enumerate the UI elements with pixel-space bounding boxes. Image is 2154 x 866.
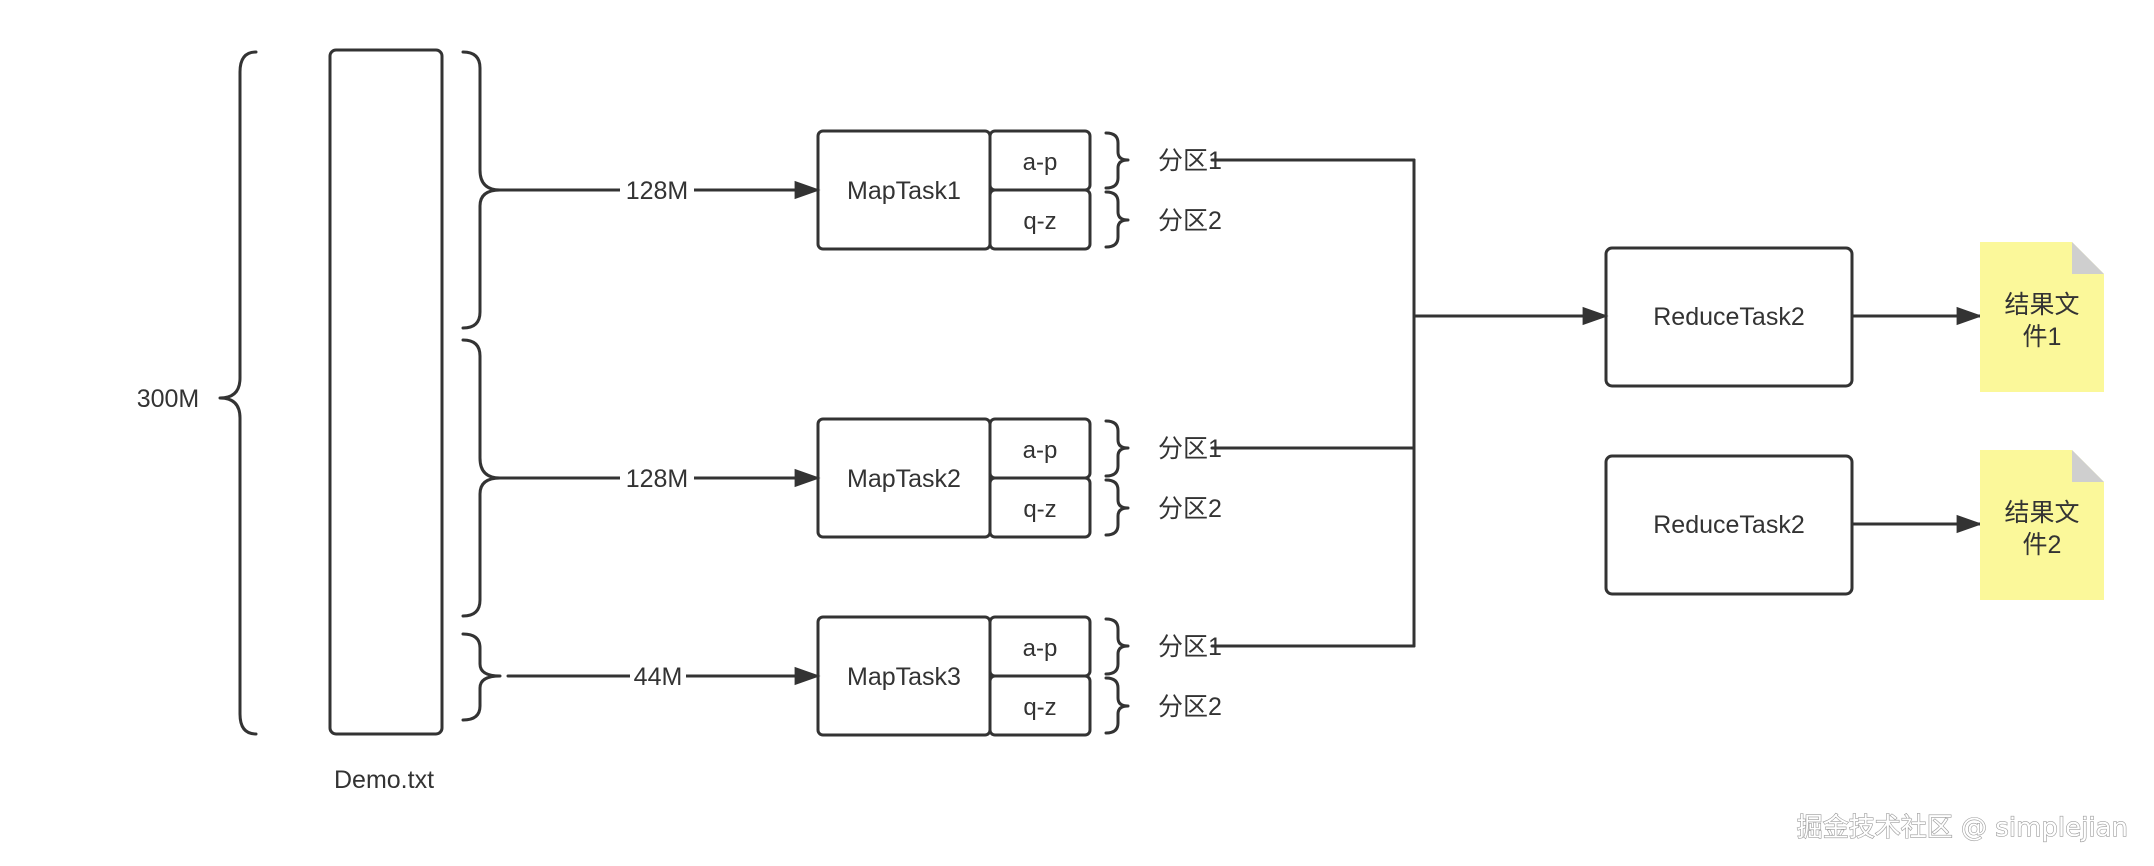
reducetask-2-label: ReduceTask2 (1653, 511, 1804, 539)
result-file-2 (1980, 450, 2104, 600)
maptask-2-range-2 (988, 476, 1092, 539)
maptask-3-range-2-label: q-z (1023, 694, 1056, 721)
result-file-1-line-1: 结果文 (2004, 291, 2079, 319)
result-file-1-line-2: 件1 (2023, 323, 2062, 351)
partition-brace-2-1 (1104, 419, 1130, 478)
maptask-1-range-1-label: a-p (1023, 149, 1058, 176)
partition-label-1-1: 分区1 (1158, 147, 1222, 175)
split-brace-1 (461, 50, 502, 330)
partition-brace-3-2 (1104, 676, 1130, 735)
maptask-1-range-2-label: q-z (1023, 208, 1056, 235)
demo-file-block (328, 48, 444, 736)
partition-label-3-2: 分区2 (1158, 693, 1222, 721)
split-brace-2 (461, 338, 502, 618)
file-size-brace (218, 50, 258, 736)
maptask-3-range-1-label: a-p (1023, 635, 1058, 662)
maptask-2-box (816, 417, 992, 539)
split-size-2: 128M (626, 465, 689, 493)
maptask-1-label: MapTask1 (847, 177, 961, 205)
maptask-2-range-2-label: q-z (1023, 496, 1056, 523)
partition-brace-3-1 (1104, 617, 1130, 676)
maptask-3-label: MapTask3 (847, 663, 961, 691)
maptask-2-range-1-label: a-p (1023, 437, 1058, 464)
partition-label-3-1: 分区1 (1158, 633, 1222, 661)
result-file-2-line-2: 件2 (2023, 531, 2062, 559)
file-size-label: 300M (137, 385, 200, 413)
partition-brace-1-1 (1104, 131, 1130, 190)
partition-brace-2-2 (1104, 478, 1130, 537)
maptask-2-label: MapTask2 (847, 465, 961, 493)
split-size-3: 44M (634, 663, 683, 691)
maptask-1-box (816, 129, 992, 251)
partition-brace-1-2 (1104, 190, 1130, 249)
split-size-1: 128M (626, 177, 689, 205)
maptask-1-range-2 (988, 188, 1092, 251)
maptask-3-box (816, 615, 992, 737)
partition-label-2-1: 分区1 (1158, 435, 1222, 463)
split-brace-3 (461, 632, 502, 722)
file-name-label: Demo.txt (334, 766, 434, 794)
watermark: 掘金技术社区 @ simplejian (1797, 813, 2128, 843)
partition-label-2-2: 分区2 (1158, 495, 1222, 523)
result-file-1 (1980, 242, 2104, 392)
reducetask-1-label: ReduceTask2 (1653, 303, 1804, 331)
partition-label-1-2: 分区2 (1158, 207, 1222, 235)
maptask-3-range-2 (988, 674, 1092, 737)
result-file-2-line-1: 结果文 (2004, 499, 2079, 527)
